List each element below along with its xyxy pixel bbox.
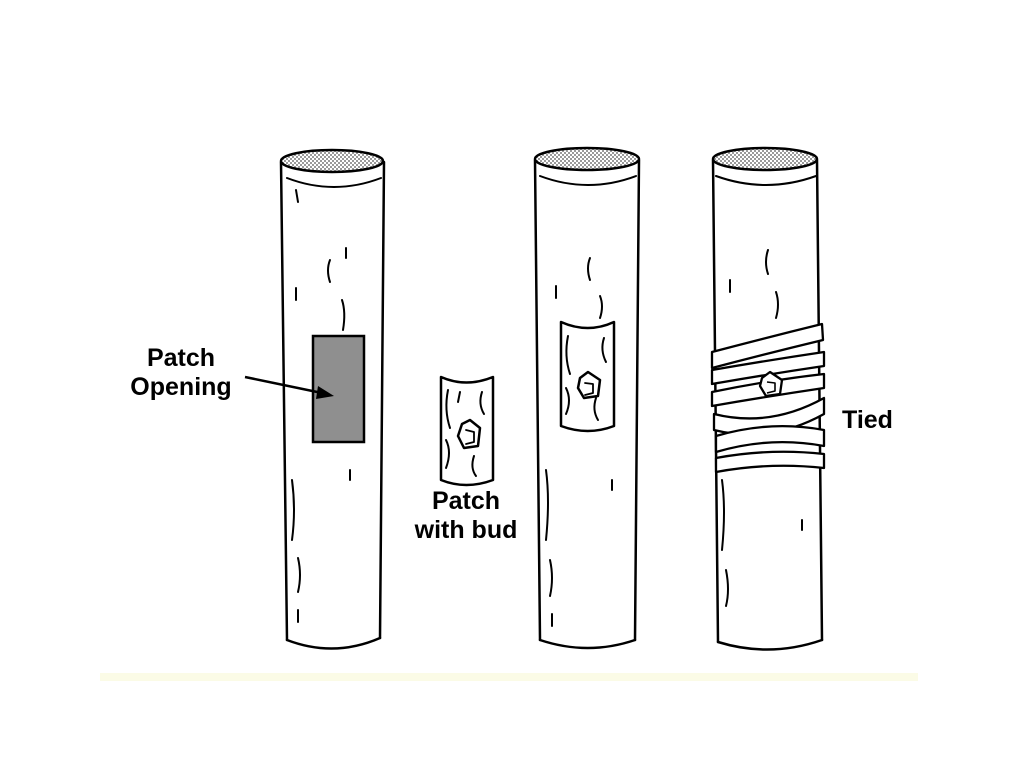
tie-wrapping: [712, 324, 824, 472]
label-patch-opening-line1: Patch: [122, 344, 240, 373]
inserted-bud-patch: [561, 322, 614, 431]
label-patch-with-bud-line2: with bud: [404, 516, 528, 545]
label-patch-with-bud-line1: Patch: [404, 487, 528, 516]
loose-bud-patch: [441, 377, 493, 485]
label-patch-opening-line2: Opening: [122, 373, 240, 402]
label-tied: Tied: [842, 406, 893, 435]
label-patch-opening: Patch Opening: [122, 344, 240, 402]
label-patch-with-bud: Patch with bud: [404, 487, 528, 545]
